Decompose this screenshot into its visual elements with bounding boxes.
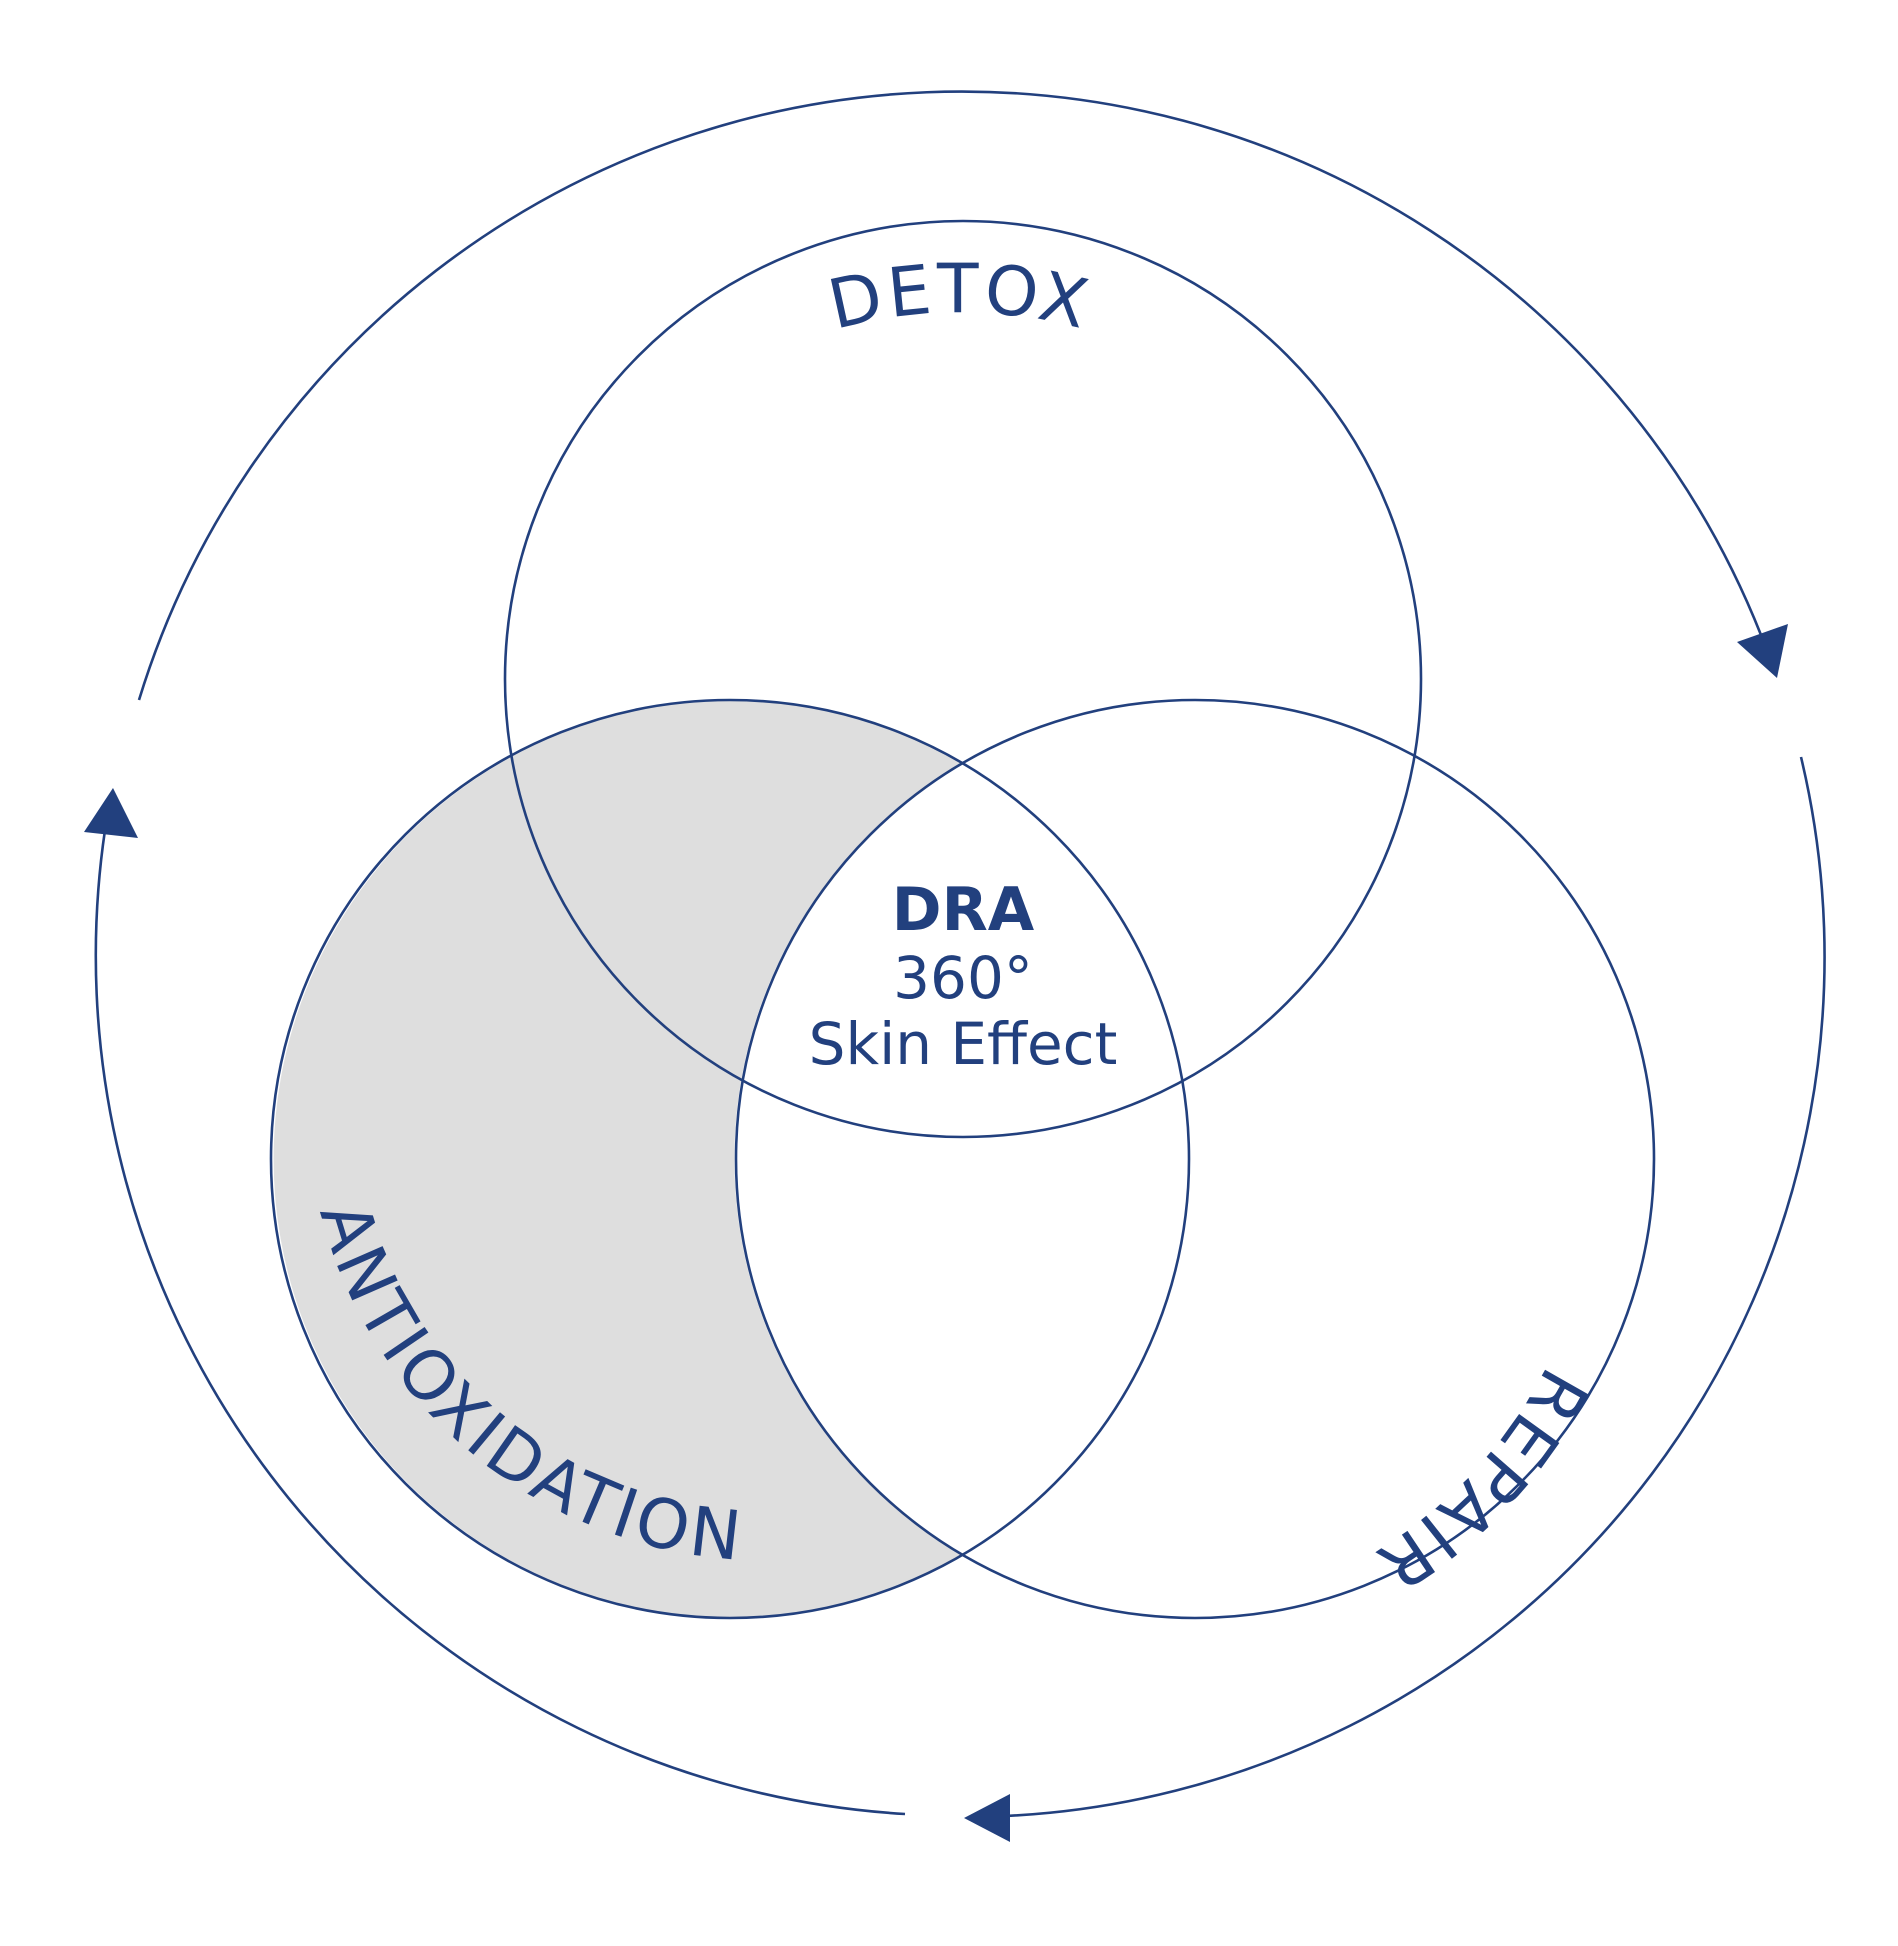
center-subtitle-effect: Skin Effect	[809, 1010, 1118, 1078]
repair-circle	[734, 698, 1656, 1620]
arrow-bottom-left-icon	[964, 1794, 1010, 1842]
repair-label: REPAIR	[1361, 1356, 1602, 1607]
cycle-arc-top	[137, 90, 1763, 701]
cycle-arc-left	[94, 829, 906, 1816]
center-subtitle-degrees: 360°	[893, 944, 1033, 1012]
center-title: DRA	[892, 875, 1035, 945]
detox-circle	[503, 219, 1423, 1139]
arrow-left-up-icon	[84, 788, 138, 838]
detox-label-text: DETOX	[822, 250, 1095, 345]
antioxidation-circle	[269, 698, 1191, 1620]
arrow-right-down-icon	[1737, 624, 1788, 678]
repair-label-text: REPAIR	[1361, 1356, 1598, 1607]
cycle-arc-right	[1004, 756, 1826, 1818]
antioxidation-highlight-region	[273, 699, 963, 1619]
detox-label: DETOX	[822, 250, 1099, 345]
